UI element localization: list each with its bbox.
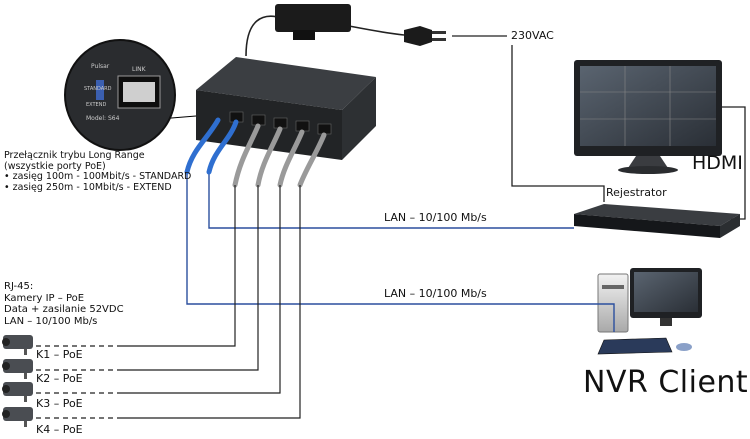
mode-note: Przełącznik trybu Long Range (wszystkie … [4, 150, 192, 193]
rj45-note-line: RJ-45: [4, 281, 34, 292]
zoom-extend: EXTEND [86, 102, 107, 108]
camera-lines-dashed [36, 345, 120, 419]
camera-k2-icon [2, 359, 33, 379]
power-adapter [275, 4, 351, 40]
monitor [574, 60, 722, 174]
lan-recorder-label: LAN – 10/100 Mb/s [384, 211, 487, 224]
poe-switch [196, 57, 376, 160]
recorder-label: Rejestrator [606, 186, 667, 199]
zoom-link: LINK [132, 66, 146, 73]
mode-note-line: • zasięg 250m - 10Mbit/s - EXTEND [4, 181, 172, 193]
lan-lines [186, 172, 615, 332]
hdmi-label: HDMI [692, 152, 743, 174]
rj45-note-line: LAN – 10/100 Mb/s [4, 315, 98, 327]
camera-lines [120, 185, 301, 419]
camera-k4-label: K4 – PoE [36, 423, 83, 436]
mode-note-line: Przełącznik trybu Long Range [4, 150, 145, 161]
nvr-client-label: NVR Client [583, 365, 749, 400]
client-pc [597, 268, 702, 355]
camera-k1-icon [2, 335, 33, 355]
camera-k1-label: K1 – PoE [36, 348, 83, 361]
recorder-nvr [574, 204, 740, 238]
mains-plug-icon [404, 26, 446, 46]
rj45-note: RJ-45: Kamery IP – PoE Data + zasilanie … [4, 281, 124, 327]
switch-zoom-callout [64, 39, 197, 151]
rj45-note-line: Data + zasilanie 52VDC [4, 304, 124, 315]
camera-k2-label: K2 – PoE [36, 372, 83, 385]
patch-cables [184, 117, 327, 188]
rj45-note-line: Kamery IP – PoE [4, 292, 85, 304]
lan-client-label: LAN – 10/100 Mb/s [384, 287, 487, 300]
mode-note-line: (wszystkie porty PoE) [4, 160, 106, 172]
zoom-standard: STANDARD [84, 86, 112, 92]
camera-k4-icon [2, 407, 33, 427]
camera-k3-icon [2, 382, 33, 402]
zoom-model: Model: S64 [86, 115, 120, 122]
voltage-label: 230VAC [511, 29, 554, 42]
zoom-brand: Pulsar [91, 63, 110, 70]
mode-note-line: • zasięg 100m - 100Mbit/s - STANDARD [4, 171, 192, 182]
camera-k3-label: K3 – PoE [36, 397, 83, 410]
